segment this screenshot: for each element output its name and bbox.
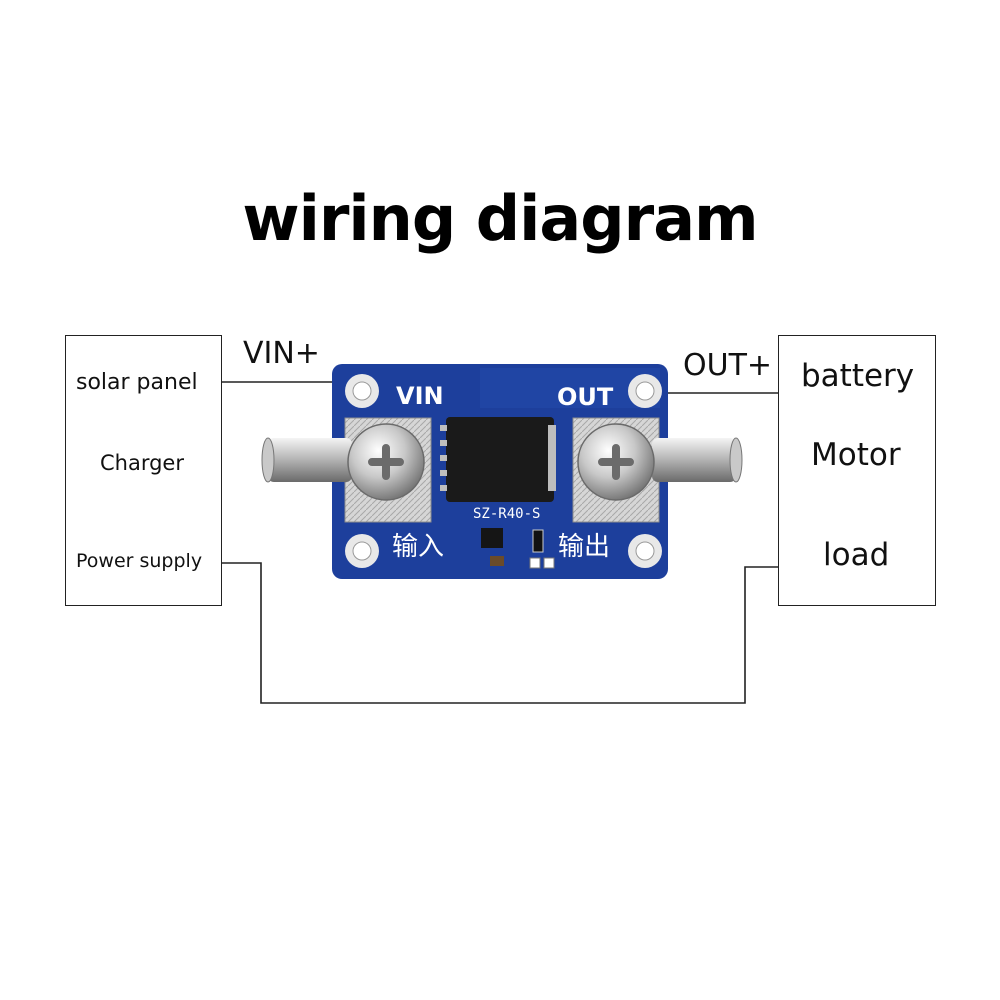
mounting-hole-icon bbox=[345, 374, 379, 408]
mounting-hole-icon bbox=[628, 534, 662, 568]
smd-pad bbox=[529, 557, 541, 569]
board-out-silkscreen: OUT bbox=[557, 383, 614, 411]
smd-component bbox=[532, 529, 544, 553]
load-motor-label: Motor bbox=[811, 437, 901, 473]
controller-ic bbox=[481, 528, 503, 548]
input-cable-lug-icon bbox=[261, 437, 352, 483]
source-box bbox=[65, 335, 222, 606]
output-cable-lug-icon bbox=[652, 437, 743, 483]
smd-pad bbox=[490, 556, 504, 566]
load-battery-label: battery bbox=[801, 358, 915, 394]
mosfet-chip bbox=[446, 417, 554, 502]
ground-return-wire bbox=[222, 562, 778, 704]
load-load-label: load bbox=[823, 537, 890, 573]
board-output-cn-silkscreen: 输出 bbox=[558, 532, 610, 562]
smd-pad bbox=[543, 557, 555, 569]
vin-plus-label: VIN+ bbox=[243, 336, 320, 371]
board-input-cn-silkscreen: 输入 bbox=[392, 532, 444, 562]
source-charger-label: Charger bbox=[100, 451, 184, 475]
mounting-hole-icon bbox=[345, 534, 379, 568]
out-plus-label: OUT+ bbox=[683, 348, 773, 383]
load-box bbox=[778, 335, 936, 606]
diagram-title: wiring diagram bbox=[242, 182, 758, 255]
input-screw-icon bbox=[347, 423, 425, 501]
source-power-supply-label: Power supply bbox=[76, 550, 203, 572]
source-solar-panel-label: solar panel bbox=[76, 370, 198, 395]
board-model-silkscreen: SZ-R40-S bbox=[473, 506, 540, 522]
output-screw-icon bbox=[577, 423, 655, 501]
mounting-hole-icon bbox=[628, 374, 662, 408]
board-vin-silkscreen: VIN bbox=[396, 382, 444, 410]
